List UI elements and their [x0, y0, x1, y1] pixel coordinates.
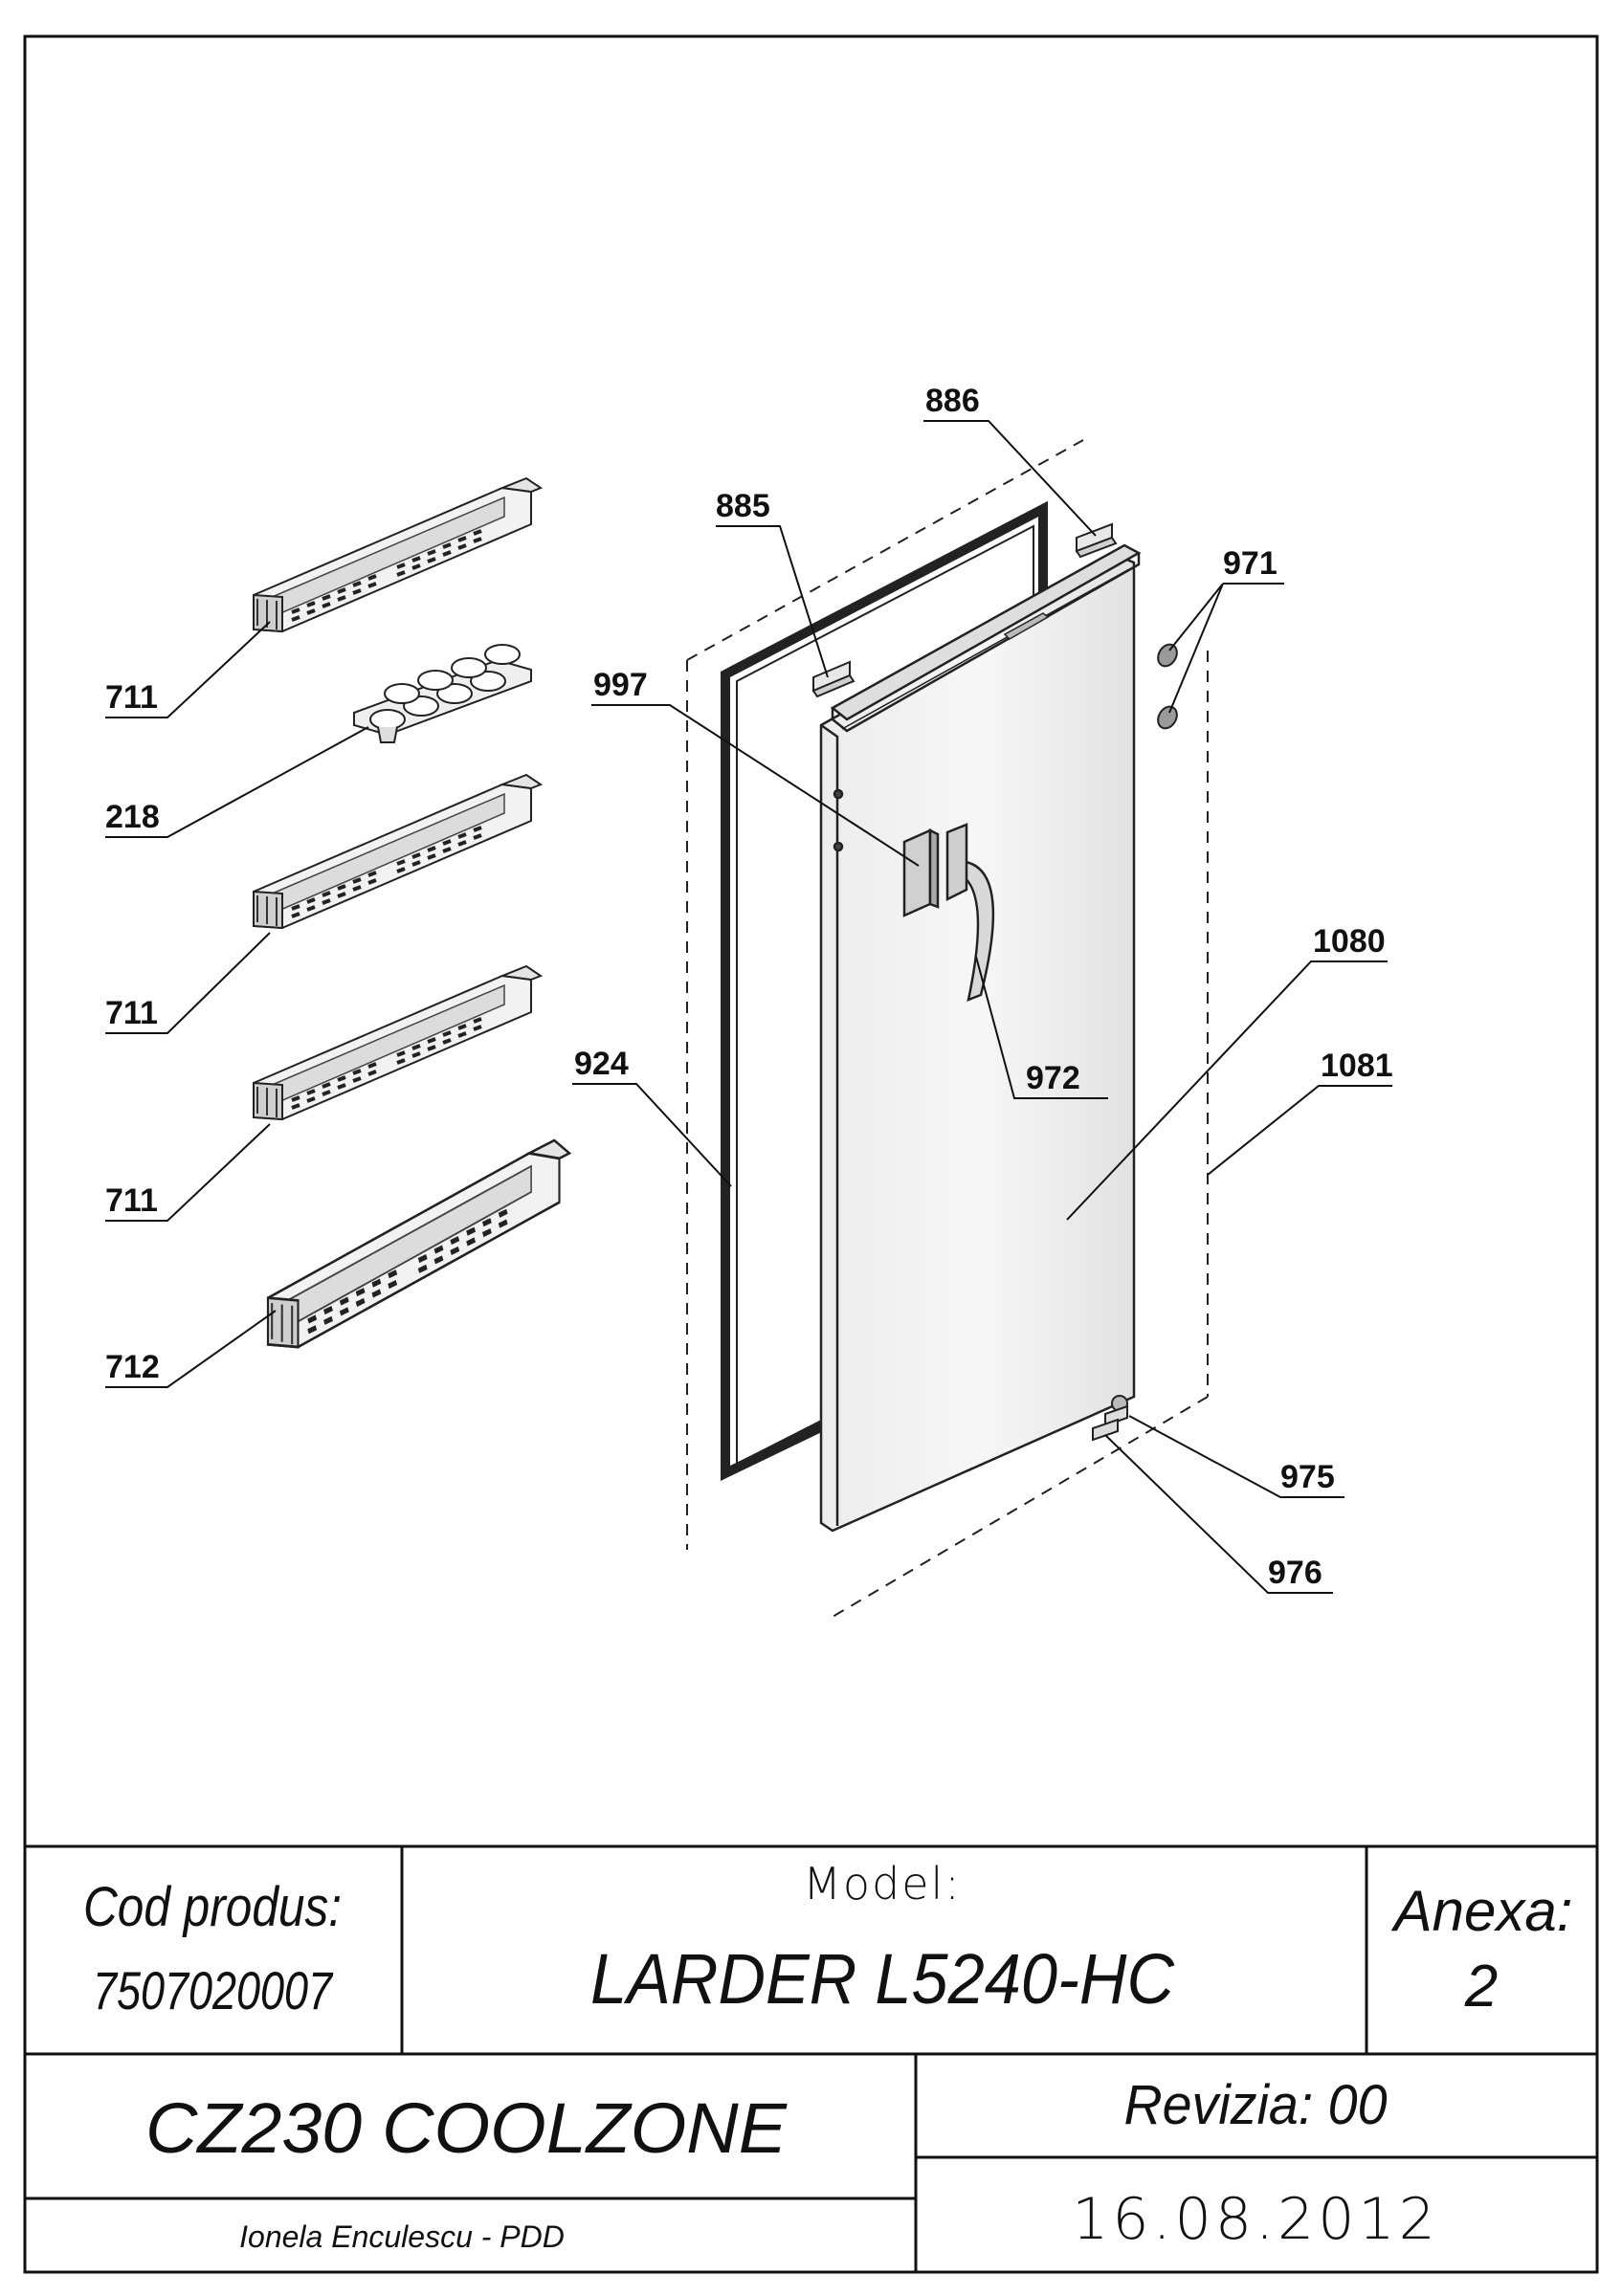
callout-218: 218: [105, 799, 160, 835]
callout-labels: 886 885 971 997 711 218 711 711 712 924 …: [105, 383, 1393, 1591]
hole-plugs-971: [1157, 643, 1178, 730]
product-name: CZ230 COOLZONE: [145, 2088, 789, 2168]
door-handle-972: [945, 823, 995, 1002]
revizia: Revizia: 00: [1124, 2074, 1388, 2136]
model-value: LARDER L5240-HC: [590, 1939, 1175, 2019]
model-label: Model:: [803, 1858, 962, 1910]
callout-711-lower: 711: [105, 1182, 158, 1219]
callout-975: 975: [1280, 1459, 1335, 1495]
author: Ionela Enculescu - PDD: [239, 2219, 565, 2254]
callout-711-top: 711: [105, 679, 158, 716]
anexa-value: 2: [1464, 1954, 1498, 2020]
callout-976: 976: [1268, 1555, 1322, 1591]
door-shelf-711-middle: [252, 773, 543, 930]
hinge-bushing-976: [1092, 1418, 1119, 1442]
handle-cover-997: [902, 828, 940, 917]
callout-886: 886: [925, 383, 980, 419]
assembly-dashed-lines: [686, 439, 1209, 1618]
callout-924: 924: [574, 1046, 629, 1082]
callout-1080: 1080: [1313, 923, 1386, 960]
bracket-886: [1075, 522, 1118, 559]
title-block-grid: [25, 1844, 1597, 2272]
cod-produs-value: 7507020007: [93, 1960, 333, 2020]
callout-712: 712: [105, 1349, 160, 1385]
door-1080: [819, 543, 1142, 1533]
callout-971: 971: [1223, 545, 1278, 582]
door-shelf-711-top: [252, 476, 543, 633]
cod-produs-label: Cod produs:: [83, 1876, 342, 1938]
callout-885: 885: [716, 488, 770, 524]
door-shelf-711-lower: [252, 964, 543, 1121]
callout-972: 972: [1026, 1060, 1080, 1096]
bracket-885: [811, 660, 855, 698]
date: 16.08.2012: [1072, 2186, 1439, 2253]
door-shelf-712: [268, 1140, 569, 1347]
hinge-pin-975: [1104, 1395, 1128, 1427]
sheet-border: [23, 34, 1599, 2274]
egg-tray-218: [353, 644, 532, 743]
callout-1081: 1081: [1321, 1048, 1393, 1084]
anexa-label: Anexa:: [1391, 1879, 1573, 1943]
exploded-view: 886 885 971 997 711 218 711 711 712 924 …: [105, 383, 1393, 1618]
callout-997: 997: [593, 667, 648, 703]
title-block: Cod produs: 7507020007 Model: LARDER L52…: [25, 1844, 1597, 2272]
leader-lines: [105, 420, 1392, 1594]
callout-711-middle: 711: [105, 995, 158, 1031]
